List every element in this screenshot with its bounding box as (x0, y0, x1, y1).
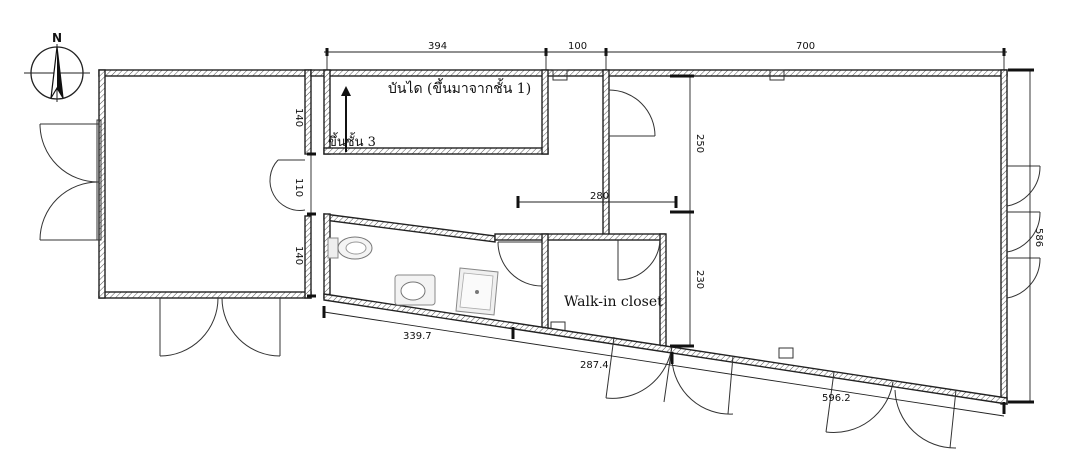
dim-bottom-a: 339.7 (403, 331, 432, 342)
toilet-icon (327, 236, 373, 260)
dimension-lines (307, 48, 1034, 417)
dim-right-upper: 250 (694, 134, 705, 153)
bathroom-walls (323, 213, 667, 347)
dim-right-side: 586 (1033, 228, 1044, 247)
dim-top-stair: 394 (428, 41, 447, 52)
compass-label: N (52, 31, 62, 45)
bottom-slanted-wall (323, 293, 1008, 405)
doors (39, 89, 1041, 449)
stairs-label: บันได (ขึ้นมาจากชั้น 1) (388, 78, 531, 97)
dim-bottom-c: 596.2 (822, 393, 851, 404)
right-walls (1000, 69, 1008, 405)
dim-right-lower: 230 (694, 270, 705, 289)
up-arrow-icon (341, 86, 351, 152)
dim-left-lower: 140 (293, 246, 304, 265)
sink-icon (394, 274, 436, 306)
stair-walls (310, 69, 1008, 237)
dim-top-small: 100 (568, 41, 587, 52)
left-room-walls (96, 69, 312, 299)
dim-corridor: 280 (590, 191, 609, 202)
north-arrow-icon: N (24, 31, 90, 102)
dim-left-upper: 140 (293, 108, 304, 127)
dim-top-right: 700 (796, 41, 815, 52)
closet-label: Walk-in closet (564, 294, 663, 310)
up-floor-label: ขึ้นชั้น 3 (328, 132, 376, 150)
dim-bottom-b: 287.4 (580, 360, 609, 371)
shower-tray-icon (455, 267, 499, 316)
dim-left-mid: 110 (293, 178, 304, 197)
